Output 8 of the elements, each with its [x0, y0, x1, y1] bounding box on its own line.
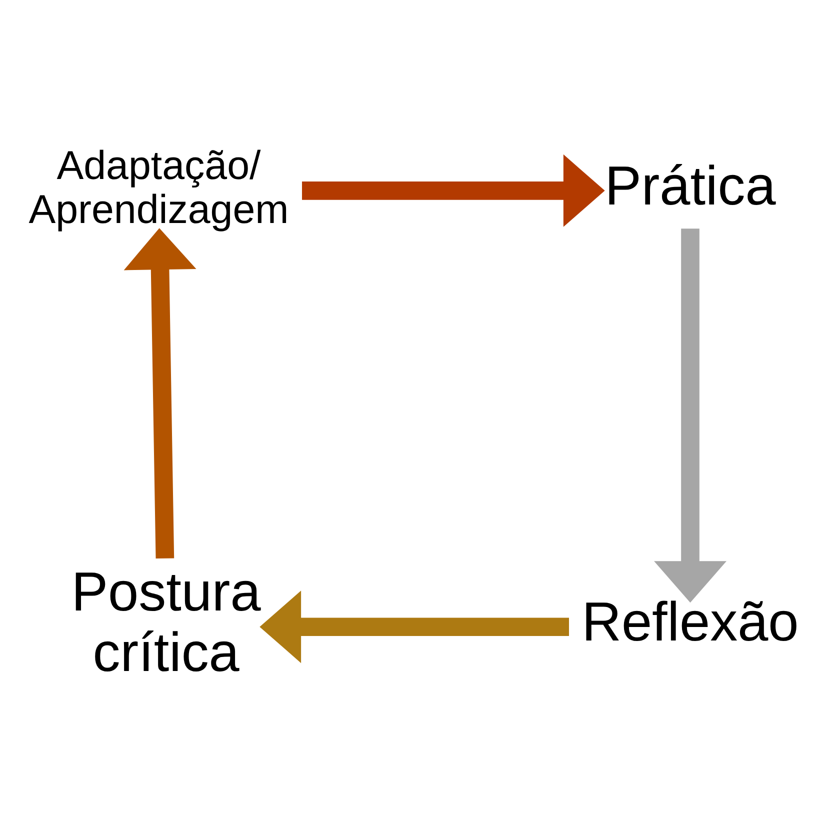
arrow [654, 228, 726, 603]
arrow [260, 590, 569, 664]
arrow [302, 154, 605, 227]
node-text: Postura crítica [71, 560, 261, 683]
node-text: Reflexão [582, 590, 799, 653]
node-text: Adaptação/ Aprendizagem [28, 142, 289, 232]
node-text: Prática [604, 154, 776, 216]
arrow [124, 228, 196, 558]
